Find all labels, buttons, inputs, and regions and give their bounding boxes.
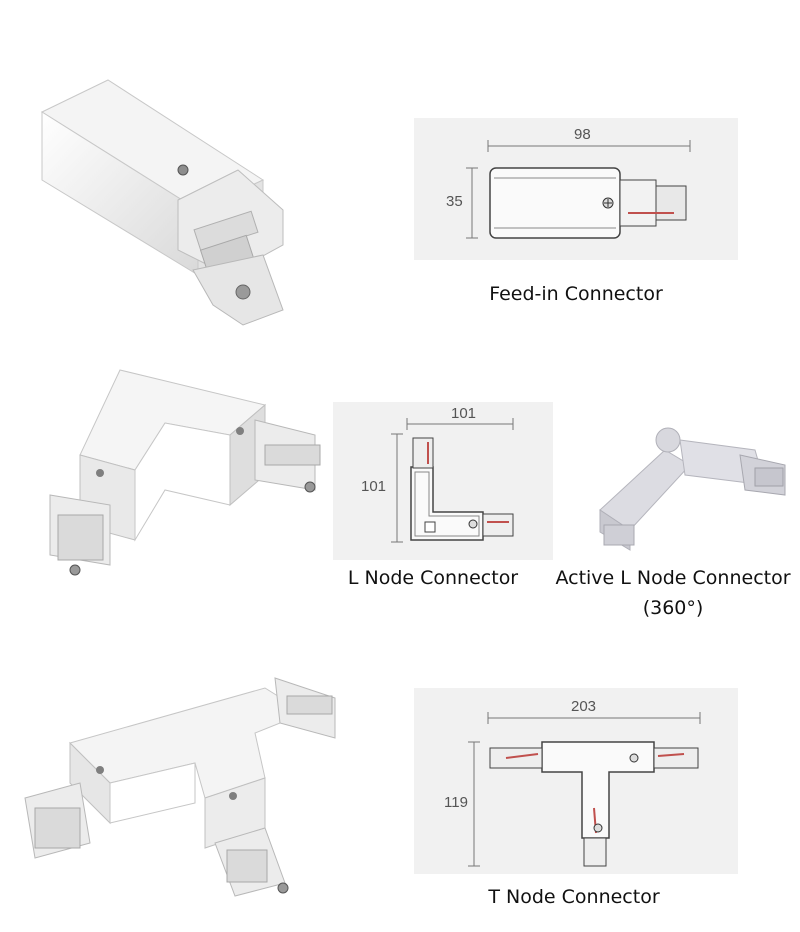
active-l-node-connector-photo [599,427,786,551]
feed-in-dimension-panel: 98 35 [414,118,738,260]
feed-in-height-label: 35 [446,193,463,210]
feed-in-caption: Feed-in Connector [489,283,663,305]
l-node-caption: L Node Connector [347,567,519,589]
active-l-node-caption-line2: (360°) [642,597,704,619]
t-node-width-label: 203 [571,698,597,715]
feed-in-dimension-drawing [466,140,691,239]
feed-in-connector-photo [40,79,284,326]
feed-in-width-label: 98 [574,126,591,143]
l-node-height-label: 101 [361,478,387,495]
t-node-dimension-drawing [468,712,701,867]
t-node-height-label: 119 [444,794,468,811]
t-node-caption: T Node Connector [488,886,660,908]
l-node-dimension-drawing [391,418,514,543]
l-node-width-label: 101 [451,405,477,422]
t-node-connector-photo [24,677,336,897]
active-l-node-caption-line1: Active L Node Connector [555,567,791,589]
l-node-connector-photo [49,369,321,576]
l-node-dimension-panel: 101 101 [333,402,553,560]
t-node-dimension-panel: 203 119 [414,688,738,874]
